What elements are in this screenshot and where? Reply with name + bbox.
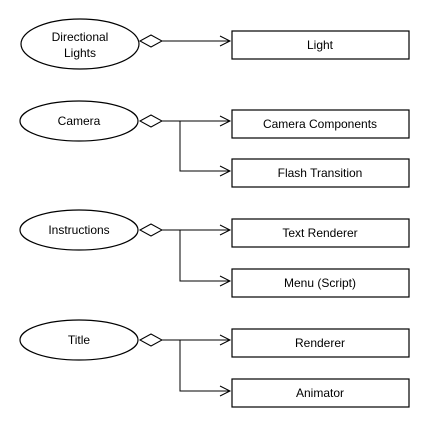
arrowhead (219, 224, 232, 236)
arrowhead (219, 385, 232, 397)
component-label: Renderer (295, 336, 345, 350)
component-box-flash-transition (231, 158, 410, 188)
component-label: Light (307, 38, 334, 52)
component-label: Camera Components (263, 117, 377, 131)
connector-line (179, 121, 230, 172)
arrowhead (219, 35, 232, 47)
component-box-menu-script (231, 268, 410, 298)
component-box-renderer (231, 328, 410, 358)
connector-line (179, 340, 230, 392)
object-node-instructions (19, 209, 139, 251)
object-node-camera (19, 100, 139, 142)
component-label: Animator (296, 386, 344, 400)
component-box-light (231, 30, 410, 60)
aggregation-diamond (138, 114, 164, 128)
arrowhead (219, 275, 232, 287)
object-label-line: Camera (58, 114, 101, 128)
component-label: Flash Transition (278, 166, 363, 180)
component-label: Menu (Script) (284, 276, 356, 290)
component-label: Text Renderer (282, 226, 357, 240)
object-node-directional-lights (20, 18, 140, 70)
arrowhead (219, 334, 232, 346)
component-box-text-renderer (231, 218, 410, 248)
object-label-line: Lights (64, 46, 96, 60)
component-box-camera-components (231, 109, 410, 139)
group-title: Title Renderer Animator (19, 319, 410, 408)
object-label-line: Title (68, 333, 91, 347)
object-label-line: Directional (52, 30, 109, 44)
aggregation-diamond (138, 223, 164, 237)
group-camera: Camera Camera Components Flash Transitio… (19, 100, 410, 188)
arrowhead (219, 165, 232, 177)
object-label-line: Instructions (48, 223, 109, 237)
group-directional-lights: Directional Lights Light (20, 18, 410, 70)
component-box-animator (231, 378, 410, 408)
arrowhead (219, 115, 232, 127)
group-instructions: Instructions Text Renderer Menu (Script) (19, 209, 410, 298)
object-node-title (19, 319, 139, 361)
aggregation-diamond (138, 34, 164, 48)
connector-line (179, 230, 230, 282)
aggregation-diamond (138, 333, 164, 347)
